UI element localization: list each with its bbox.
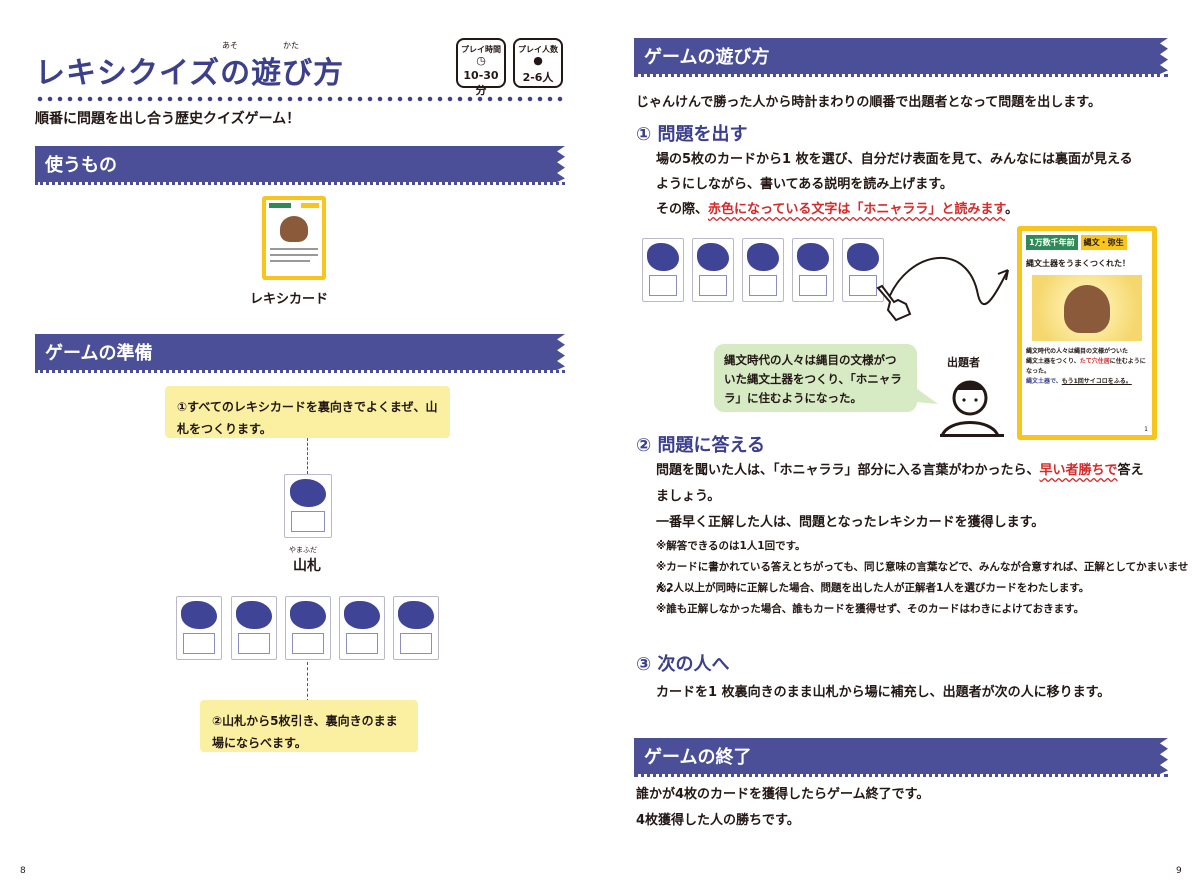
step1-title: ① 問題を出す xyxy=(636,124,748,145)
field-card xyxy=(339,596,385,660)
players-badge: プレイ人数 ● 2-6人 xyxy=(513,38,563,88)
page-number-left: 8 xyxy=(20,866,26,876)
step1-text-c: その際、赤色になっている文字は「ホニャララ」と読みます。 xyxy=(656,202,1019,217)
reki-card-image xyxy=(262,196,326,280)
section-header-items: 使うもの xyxy=(35,146,565,185)
card-era-label: 1万数千年前 xyxy=(1026,235,1078,250)
step1-text-b: ようにしながら、書いてある説明を読み上げます。 xyxy=(656,177,953,192)
speech-tail xyxy=(916,388,938,404)
back-card xyxy=(742,238,784,302)
speech-bubble: 縄文時代の人々は縄目の文様がついた縄文土器をつくり、「ホニャララ」に住むようにな… xyxy=(714,344,917,412)
connector-line xyxy=(307,438,308,474)
note-3: ※2人以上が同時に正解した場合、問題を出した人が正解者1人を選びカードをわたしま… xyxy=(656,582,1090,594)
clock-icon: ◷ xyxy=(476,54,486,67)
deck-card xyxy=(284,474,332,538)
step2-title: ② 問題に答える xyxy=(636,435,765,456)
title-ruby: かた xyxy=(283,41,299,50)
card-heading: 縄文土器をうまくつくれた！ xyxy=(1026,259,1130,268)
step2-text-a: 問題を聞いた人は、「ホニャララ」部分に入る言葉がわかったら、早い者勝ちで答え xyxy=(656,463,1144,478)
title-ruby: あそ xyxy=(222,41,238,50)
end-text-b: 4枚獲得した人の勝ちです。 xyxy=(636,813,800,828)
section-header-flow: ゲームの遊び方 xyxy=(634,38,1168,77)
play-time-badge: プレイ時間 ◷ 10-30分 xyxy=(456,38,506,97)
step1-text-a: 場の5枚のカードから1 枚を選び、自分だけ表面を見て、みんなには裏面が見える xyxy=(656,152,1133,167)
back-card xyxy=(692,238,734,302)
step2-text-c: 一番早く正解した人は、問題となったレキシカードを獲得します。 xyxy=(656,515,1045,530)
card-front-example: 1万数千年前 縄文・弥生 縄文土器をうまくつくれた！ 縄文時代の人々は縄目の文様… xyxy=(1017,226,1157,440)
section-header-prep: ゲームの準備 xyxy=(35,334,565,373)
note-4: ※誰も正解しなかった場合、誰もカードを獲得せず、そのカードはわきによけておきます… xyxy=(656,603,1085,615)
field-card xyxy=(393,596,439,660)
back-card xyxy=(792,238,834,302)
subtitle: 順番に問題を出し合う歴史クイズゲーム！ xyxy=(35,111,301,127)
step2-text-b: ましょう。 xyxy=(656,489,721,504)
connector-line xyxy=(307,662,308,702)
back-card xyxy=(842,238,884,302)
field-card xyxy=(285,596,331,660)
card-caption: レキシカード xyxy=(250,292,329,307)
back-card xyxy=(642,238,684,302)
prep-step-1: ①すべてのレキシカードを裏向きでよくまぜ、山札をつくります。 xyxy=(165,386,450,438)
field-card xyxy=(231,596,277,660)
deck-ruby: やまふだ xyxy=(289,546,317,554)
end-text-a: 誰かが4枚のカードを獲得したらゲーム終了です。 xyxy=(636,787,930,802)
page-title: レキシクイズの遊び方 xyxy=(35,56,345,91)
intro-text: じゃんけんで勝った人から時計まわりの順番で出題者となって問題を出します。 xyxy=(636,95,1102,110)
asker-person-icon xyxy=(940,380,1004,437)
hand-pointer-icon xyxy=(876,284,912,322)
dotted-divider xyxy=(35,94,565,104)
note-1: ※解答できるのは1人1回です。 xyxy=(656,540,806,552)
field-card xyxy=(176,596,222,660)
prep-step-2: ②山札から5枚引き、裏向きのまま場にならべます。 xyxy=(200,700,418,752)
deck-label: 山札 xyxy=(293,558,321,574)
card-description: 縄文時代の人々は縄目の文様がついた 縄文土器をつくり、たて穴住居に住むようになっ… xyxy=(1026,348,1146,385)
step3-text: カードを1 枚裏向きのまま山札から場に補充し、出題者が次の人に移ります。 xyxy=(656,685,1111,700)
card-index: 1 xyxy=(1144,426,1148,433)
person-icon: ● xyxy=(533,54,543,67)
card-category: 縄文・弥生 xyxy=(1080,235,1127,250)
section-header-end: ゲームの終了 xyxy=(634,738,1168,777)
jomon-pottery-image xyxy=(1032,275,1142,341)
arrow-icon xyxy=(887,257,1009,306)
page-number-right: 9 xyxy=(1176,866,1182,876)
note-2: ※カードに書かれている答えとちがっても、同じ意味の言葉などで、みんなが合意すれば… xyxy=(656,561,1189,594)
step3-title: ③ 次の人へ xyxy=(636,654,730,675)
asker-label: 出題者 xyxy=(947,356,980,369)
